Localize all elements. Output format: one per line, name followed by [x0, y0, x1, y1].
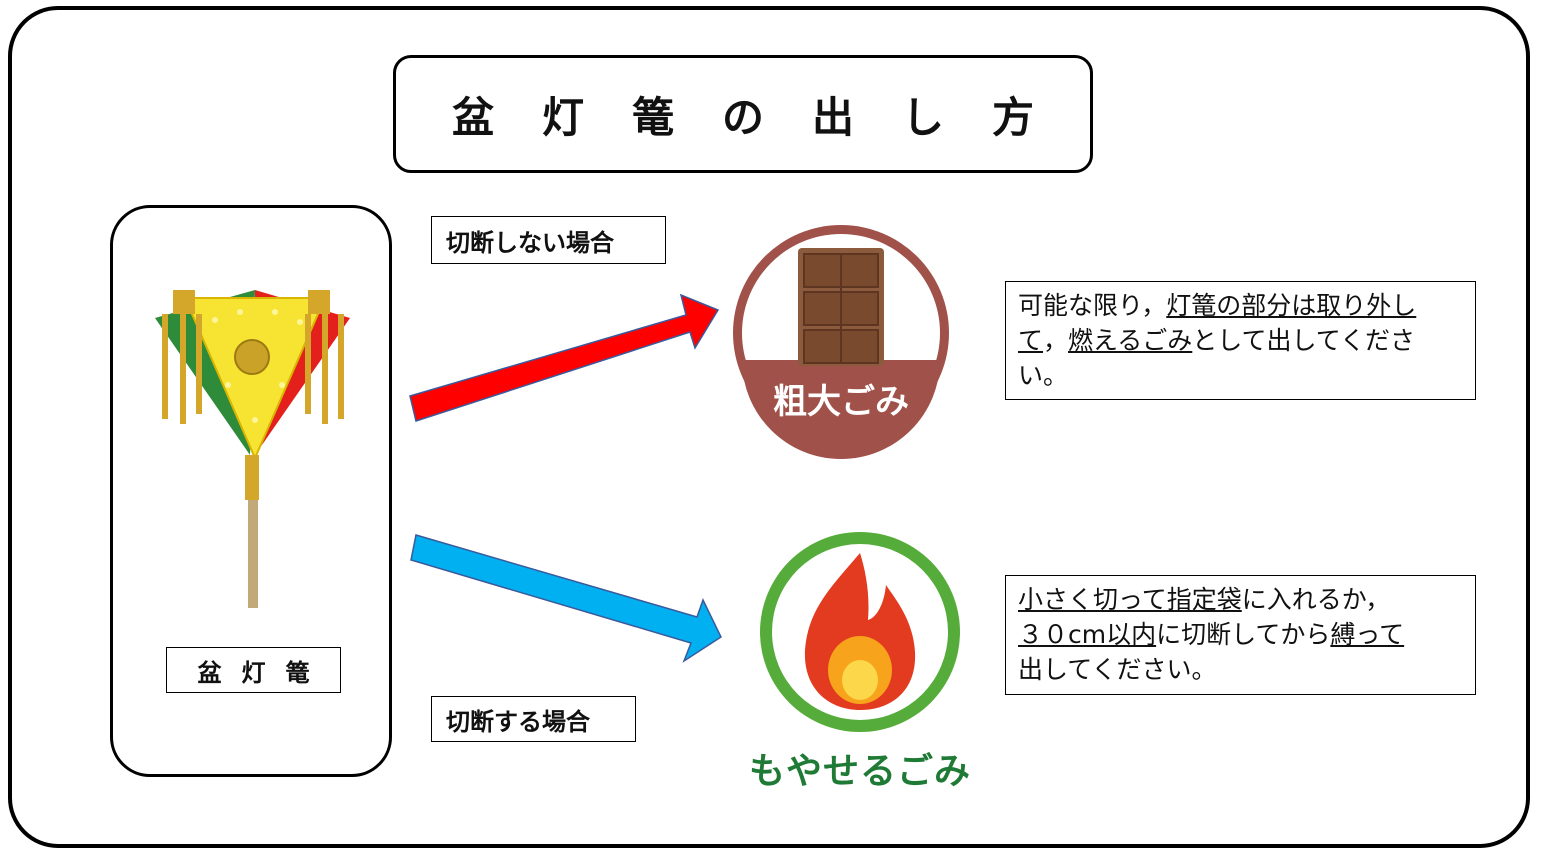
- info-cut-underline-2: ３０cm以内: [1018, 620, 1157, 649]
- title-box: 盆灯篭の出し方: [393, 55, 1093, 173]
- info-no-cut-text-1: 可能な限り，: [1018, 291, 1167, 320]
- info-no-cut: 可能な限り，灯篭の部分は取り外して，燃えるごみとして出してください。: [1005, 281, 1476, 400]
- lantern-card: [110, 205, 392, 777]
- info-cut-underline-3: 縛って: [1330, 620, 1405, 649]
- blue-arrow: [410, 534, 722, 663]
- outer-frame: [8, 6, 1530, 848]
- sodai-gomi-badge: 粗大ごみ: [733, 225, 949, 459]
- moyaseru-gomi-label: もやせるごみ: [748, 751, 971, 792]
- info-no-cut-text-2: ，: [1043, 326, 1069, 355]
- info-cut-text-2: に切断してから: [1156, 620, 1331, 649]
- info-cut-text-3: 出してください。: [1018, 655, 1217, 684]
- info-cut-underline-1: 小さく切って指定袋: [1018, 585, 1242, 614]
- sodai-gomi-label: 粗大ごみ: [773, 382, 909, 422]
- info-cut: 小さく切って指定袋に入れるか， ３０cm以内に切断してから縛って出してください。: [1005, 575, 1476, 695]
- red-arrow: [409, 293, 720, 422]
- moyaseru-gomi-badge: [760, 532, 960, 732]
- info-no-cut-text-3: として出してください。: [1018, 326, 1416, 390]
- lantern-label: 盆灯篭: [166, 647, 341, 693]
- info-cut-text-1: に入れるか，: [1241, 585, 1391, 614]
- info-no-cut-underline-1: 灯篭の部分は取り外して: [1018, 291, 1417, 355]
- page-title: 盆灯篭の出し方: [451, 92, 1082, 142]
- info-no-cut-underline-2: 燃えるごみ: [1068, 326, 1193, 355]
- case-no-cut-label: 切断しない場合: [431, 216, 666, 264]
- case-cut-label: 切断する場合: [431, 696, 636, 742]
- lantern-icon: [155, 290, 350, 608]
